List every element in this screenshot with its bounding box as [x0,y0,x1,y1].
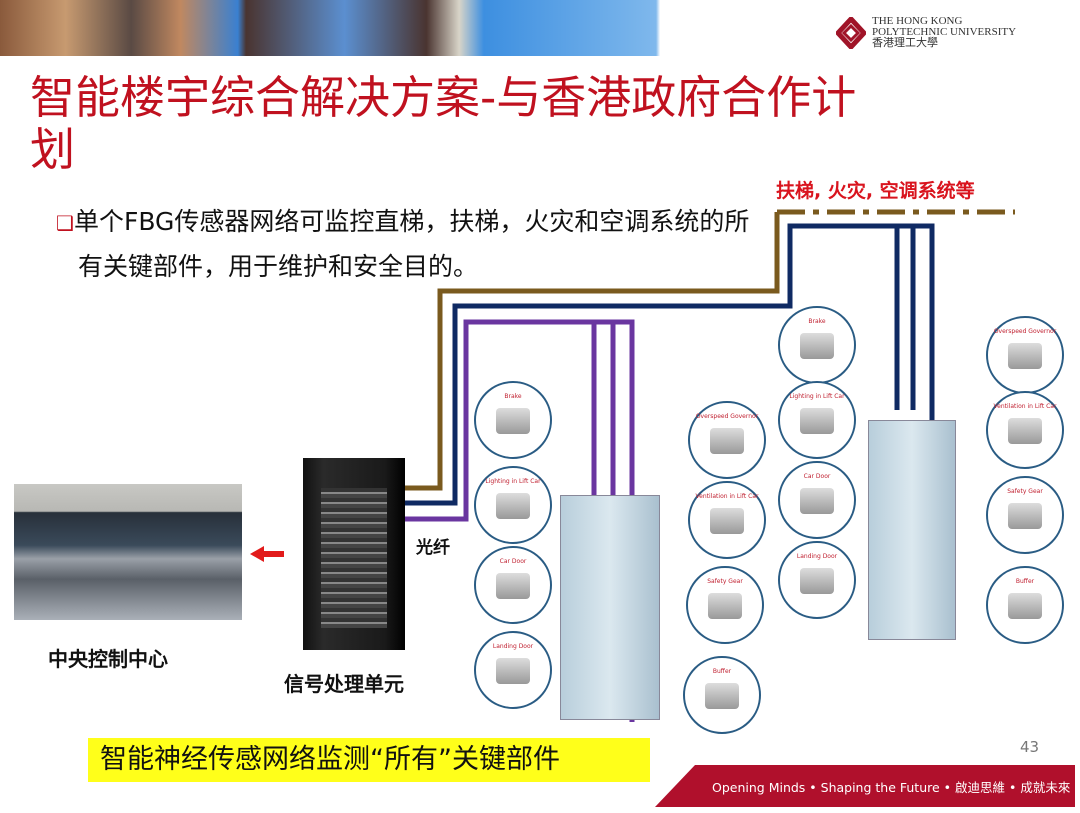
bullet-content: 单个FBG传感器网络可监控直梯，扶梯，火灾和空调系统的所有关键部件，用于维护和安… [73,207,750,281]
component-brake: Brake [474,381,552,459]
polyu-emblem-icon [836,16,866,49]
component-landing-door: Landing Door [474,631,552,709]
component-buffer: Buffer [683,656,761,734]
university-name-en: The Hong Kong [872,15,963,27]
component-safety-gear-2: Safety Gear [986,476,1064,554]
fiber-navy [400,223,935,635]
component-car-door-2: Car Door [778,461,856,539]
slide-title: 智能楼宇综合解决方案-与香港政府合作计划 [30,71,857,176]
processing-unit-label: 信号处理单元 [284,672,404,696]
component-lighting: Lighting in Lift Car [474,466,552,544]
fiber-purple [400,319,635,722]
elevator-shaft-1 [560,495,660,720]
highlight-banner: 智能神经传感网络监测“所有”关键部件 [88,738,650,782]
university-name-zh: 香港理工大學 [872,37,938,49]
header-banner-photo [0,0,820,56]
component-safety-gear: Safety Gear [686,566,764,644]
component-car-door: Car Door [474,546,552,624]
component-landing-door-2: Landing Door [778,541,856,619]
component-buffer-2: Buffer [986,566,1064,644]
scope-label: 扶梯, 火灾, 空调系统等 [776,180,975,202]
component-lighting-2: Lighting in Lift Car [778,381,856,459]
control-center-photo [14,484,242,620]
component-ventilation: Ventilation in Lift Car [688,481,766,559]
university-logo: The Hong KongPolytechnic University香港理工大… [836,16,1016,49]
university-name-en-2: Polytechnic University [872,26,1017,38]
page-number: 43 [1020,738,1040,756]
component-overspeed-governor-2: Overspeed Governor [986,316,1064,394]
footer-band: Opening Minds • Shaping the Future • 啟迪思… [655,765,1075,807]
signal-processing-rack [303,458,405,650]
footer-motto: Opening Minds • Shaping the Future • 啟迪思… [712,780,1071,795]
fiber-brown [400,212,780,491]
elevator-shaft-2 [868,420,956,640]
control-center-label: 中央控制中心 [48,647,168,671]
bullet-text: ❑单个FBG传感器网络可监控直梯，扶梯，火灾和空调系统的所有关键部件，用于维护和… [56,200,758,289]
component-overspeed-governor: Overspeed Governor [688,401,766,479]
bullet-square-icon: ❑ [56,211,74,235]
component-ventilation-2: Ventilation in Lift Car [986,391,1064,469]
fiber-label: 光纤 [416,538,450,558]
component-brake-2: Brake [778,306,856,384]
